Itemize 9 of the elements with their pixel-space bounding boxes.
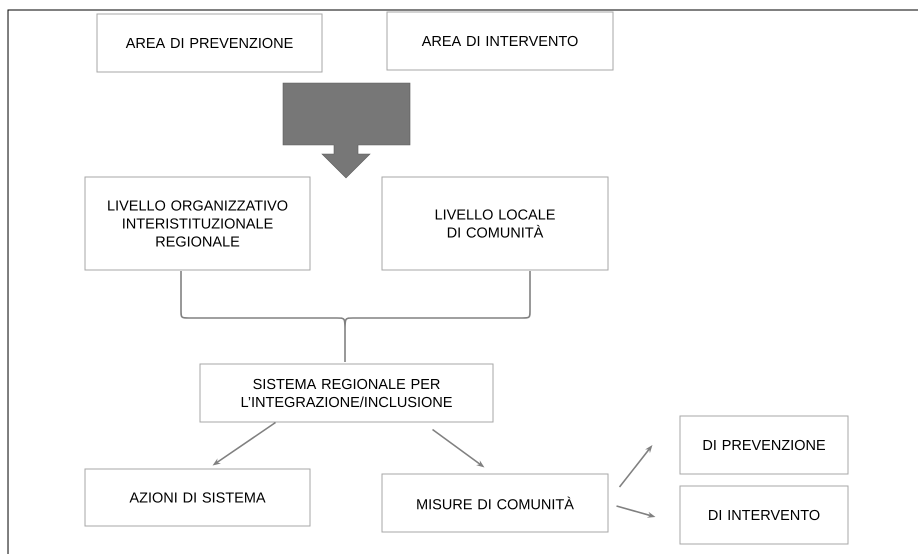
text-box: AREA DI INTERVENTO (386, 12, 614, 70)
text-box: LIVELLO LOCALE DI COMUNITÀ (382, 176, 608, 270)
text-box: AREA DI PREVENZIONE (96, 14, 322, 72)
text-box: MISURE DI COMUNITÀ (382, 474, 608, 532)
text-box: DI PREVENZIONE (680, 416, 848, 474)
text-box: SISTEMA REGIONALE PER L’INTEGRAZIONE/INCLUSIONE (200, 364, 494, 422)
text-box: LIVELLO ORGANIZZATIVO INTERISTITUZIONALE REGIONALE (84, 176, 310, 270)
text-box: DI INTERVENTO (680, 486, 848, 544)
text-box: AZIONI DI SISTEMA (84, 468, 310, 526)
